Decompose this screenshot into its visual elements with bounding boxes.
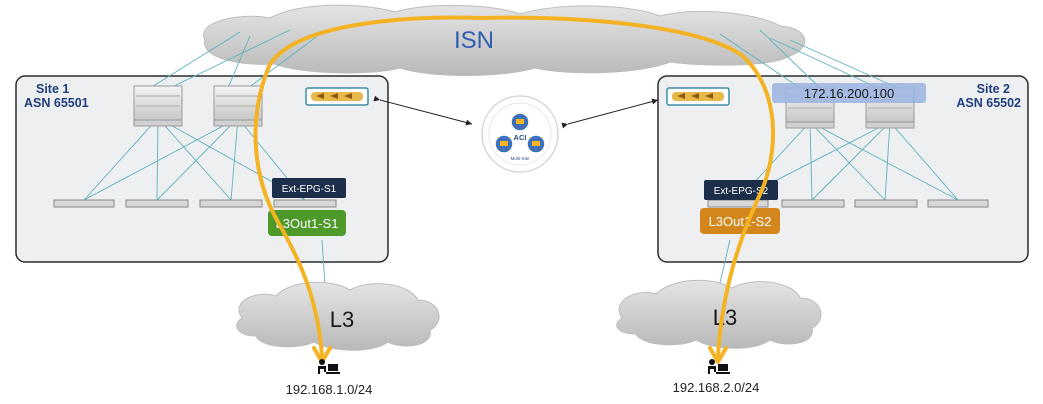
l3-label-left: L3: [330, 307, 354, 332]
spine-switch-icon: [133, 85, 183, 127]
leaf-switch-icon: [273, 199, 337, 208]
site1-name: Site 1: [36, 82, 69, 96]
leaf-switch-icon: [125, 199, 189, 208]
site1-l3out-label: L3Out1-S1: [276, 216, 339, 231]
arrow-controller-to-site2: [561, 98, 659, 129]
leaf-switch-icon: [854, 199, 918, 208]
path-arrowhead-right: [708, 346, 728, 364]
traffic-path: [253, 15, 776, 358]
aci-multisite-orchestrator-icon: ACI Multi-Site: [481, 95, 559, 173]
isn-cloud: ISN: [203, 4, 806, 76]
site2-fabric-links: [715, 29, 959, 301]
site2-ip-badge: [772, 83, 926, 103]
arrow-site1-to-controller: [373, 95, 473, 126]
leaf-switch-icon: [781, 199, 845, 208]
site1-asn: ASN 65501: [24, 96, 89, 110]
site2-fabric: Site 2 ASN 65502 172.16.200.100: [657, 29, 1029, 301]
site2-l3out-box: [700, 208, 780, 234]
subnet-left: 192.168.1.0/24: [286, 382, 373, 397]
leaf-switch-icon: [53, 199, 115, 208]
site2-epg-label: Ext-EPG-S2: [714, 186, 769, 197]
l3-cloud-right: L3: [616, 279, 822, 349]
site2-asn: ASN 65502: [956, 96, 1021, 110]
site1-fabric: Site 1 ASN 65501: [15, 29, 389, 301]
site1-l3out-box: [268, 210, 346, 236]
subnet-right: 192.168.2.0/24: [673, 380, 760, 395]
user-workstation-icon: [318, 359, 340, 374]
site2-ip-label: 172.16.200.100: [804, 86, 894, 101]
l3-cloud-left: L3: [236, 281, 440, 351]
user-workstation-icon: [708, 359, 730, 374]
site1-fabric-links: [83, 29, 327, 301]
leaf-switch-icon: [927, 199, 989, 208]
aci-sublabel: Multi-Site: [511, 156, 530, 161]
isn-label: ISN: [454, 27, 494, 54]
aci-label: ACI: [514, 133, 527, 142]
border-gateway-icon: [305, 87, 369, 106]
site2-name: Site 2: [977, 82, 1010, 96]
spine-switch-icon: [213, 85, 263, 127]
site1-epg-box: [272, 178, 346, 198]
site1-epg-label: Ext-EPG-S1: [282, 184, 337, 195]
site2-l3out-label: L3Out1-S2: [709, 214, 772, 229]
border-gateway-icon: [666, 87, 730, 106]
leaf-switch-icon: [199, 199, 263, 208]
